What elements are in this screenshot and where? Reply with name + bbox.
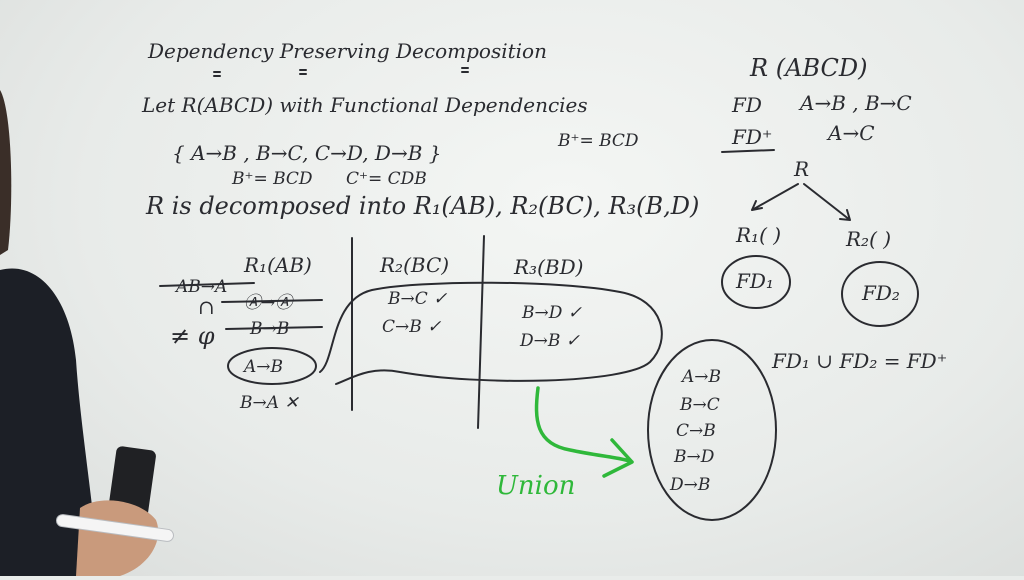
intersection-mark: ∩ [198,295,215,319]
fd-value: A→B , B→C [798,91,912,115]
presenter-body [0,268,100,576]
table-divider-2 [477,235,485,429]
c-closure-under: C⁺= CDB [346,169,427,189]
col1-row-2: Ⓐ→Ⓐ [244,293,295,313]
union-fd-1: A→B [680,367,721,387]
col3-row-2: D→B ✓ [519,331,580,351]
fd1-label: FD₁ [735,269,774,293]
col3-header: R₃(BD) [513,255,583,279]
col1-row-1: AB→A [174,277,227,297]
presenter-head [0,90,12,255]
fd2-circle [841,261,919,327]
union-fd-5: D→B [669,475,710,495]
union-arrow [534,386,634,478]
col2-row-2: C→B ✓ [382,317,441,337]
union-fd-2: B→C [679,395,720,415]
tree-root: R [793,157,809,181]
col2-header: R₂(BC) [379,253,449,277]
tree-right: R₂( ) [845,227,891,251]
presenter-phone [108,446,156,520]
fd-set: { A→B , B→C, C→D, D→B } [172,141,441,165]
b-closure-note: B⁺= BCD [557,131,639,151]
board-title: Dependency Preserving Decomposition [147,39,547,63]
b-closure-under: B⁺= BCD [231,169,313,189]
decomposition-line: R is decomposed into R₁(AB), R₂(BC), R₃(… [145,192,699,220]
intro-line: Let R(ABCD) with Functional Dependencies [141,93,588,117]
union-fd-4: B→D [673,447,715,467]
col2-row-1: B→C ✓ [387,289,447,309]
col1-header: R₁(AB) [243,253,312,277]
title-underline-marks [213,67,469,77]
col1-row-4: A→B [242,357,283,377]
union-result-oval [647,339,777,521]
fdplus-underline [721,149,775,153]
fdplus-label: FD⁺ [731,125,772,149]
col3-row-1: B→D ✓ [521,303,582,323]
union-label: Union [496,471,575,501]
col1-row-5: B→A ✕ [239,393,299,413]
not-empty-mark: ≠ φ [170,322,215,350]
tree-branches [751,183,851,221]
fd2-label: FD₂ [861,281,900,305]
union-fd-3: C→B [676,421,716,441]
marker-pen [56,514,174,542]
fd1-circle [721,255,791,309]
union-equation: FD₁ ∪ FD₂ = FD⁺ [771,349,947,373]
col1-row-2-strike [221,299,323,303]
fdplus-value: A→C [826,121,875,145]
fd-label: FD [731,93,762,117]
col1-row-3-strike [225,326,323,330]
relation-label: R (ABCD) [749,54,867,82]
col1-row-1-strike [159,282,255,287]
col1-row-4-circle [227,347,317,385]
selection-loop [319,281,663,385]
tree-left: R₁( ) [735,223,781,247]
